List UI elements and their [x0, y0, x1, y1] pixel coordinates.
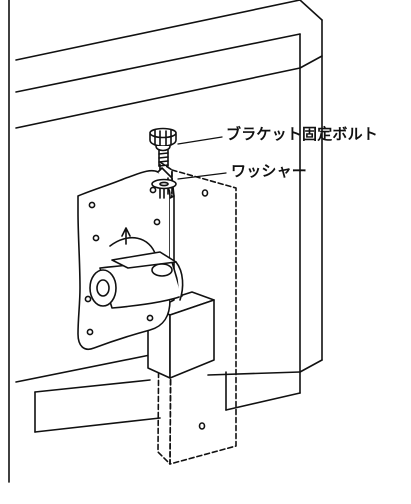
leader-line-bolt	[177, 136, 223, 145]
label-bracket-bolt: ブラケット固定ボルト	[226, 125, 379, 143]
label-washer: ワッシャー	[231, 162, 308, 180]
plate-hole-bottom	[198, 422, 206, 430]
monitor-frame	[15, 0, 323, 433]
up-arrow-icon	[121, 227, 131, 245]
bolt-shaft	[158, 149, 169, 167]
pivot-joint	[89, 251, 184, 309]
bolt-knob	[149, 127, 177, 152]
washer	[151, 178, 177, 190]
plate-hole-top	[201, 189, 209, 197]
leader-line-washer	[177, 172, 227, 180]
